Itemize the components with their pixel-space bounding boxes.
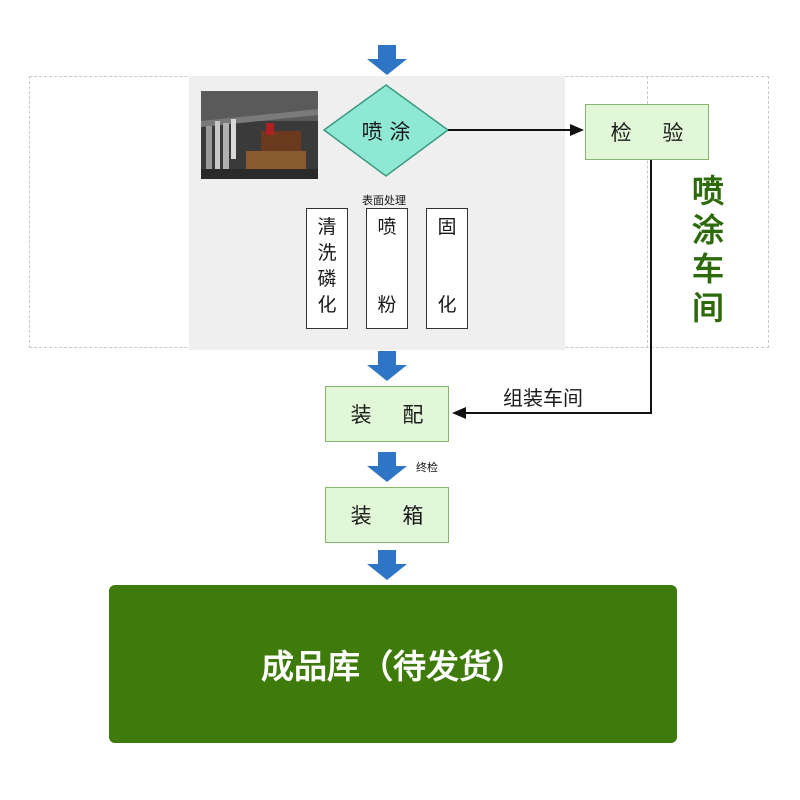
workshop-char: 间: [682, 289, 734, 328]
return-line: [466, 160, 651, 413]
final-check-label: 终检: [416, 459, 438, 475]
return-arrow-head: [452, 407, 466, 419]
blue-arrow-3: [367, 452, 407, 482]
process-char: 化: [307, 292, 347, 318]
process-box-clean-phosphate: 清 洗 磷 化: [306, 208, 348, 329]
process-char: [367, 266, 407, 292]
process-box-powder: 喷 粉: [366, 208, 408, 329]
diamond-label: 喷 涂: [324, 116, 448, 146]
blue-arrow-2: [367, 351, 407, 381]
process-char: 磷: [307, 266, 347, 292]
process-char: [367, 240, 407, 266]
process-char: 固: [427, 214, 467, 240]
assembly-workshop-label: 组装车间: [503, 382, 583, 411]
process-box-curing: 固 化: [426, 208, 468, 329]
blue-arrow-top: [367, 45, 407, 75]
workshop-char: 喷: [682, 172, 734, 211]
process-char: 粉: [367, 292, 407, 318]
process-char: 化: [427, 292, 467, 318]
process-char: 喷: [367, 214, 407, 240]
spray-workshop-label: 喷 涂 车 间: [682, 172, 734, 328]
packing-box: 装 箱: [325, 487, 449, 543]
surface-treatment-label: 表面处理: [362, 192, 406, 208]
warehouse-box: 成品库（待发货）: [109, 585, 677, 743]
blue-arrow-4: [367, 550, 407, 580]
workshop-char: 涂: [682, 211, 734, 250]
inspect-box: 检 验: [585, 104, 709, 160]
arrow-to-inspect-head: [570, 124, 584, 136]
process-char: 清: [307, 214, 347, 240]
process-char: [427, 266, 467, 292]
process-char: [427, 240, 467, 266]
process-char: 洗: [307, 240, 347, 266]
workshop-char: 车: [682, 250, 734, 289]
assemble-box: 装 配: [325, 386, 449, 442]
